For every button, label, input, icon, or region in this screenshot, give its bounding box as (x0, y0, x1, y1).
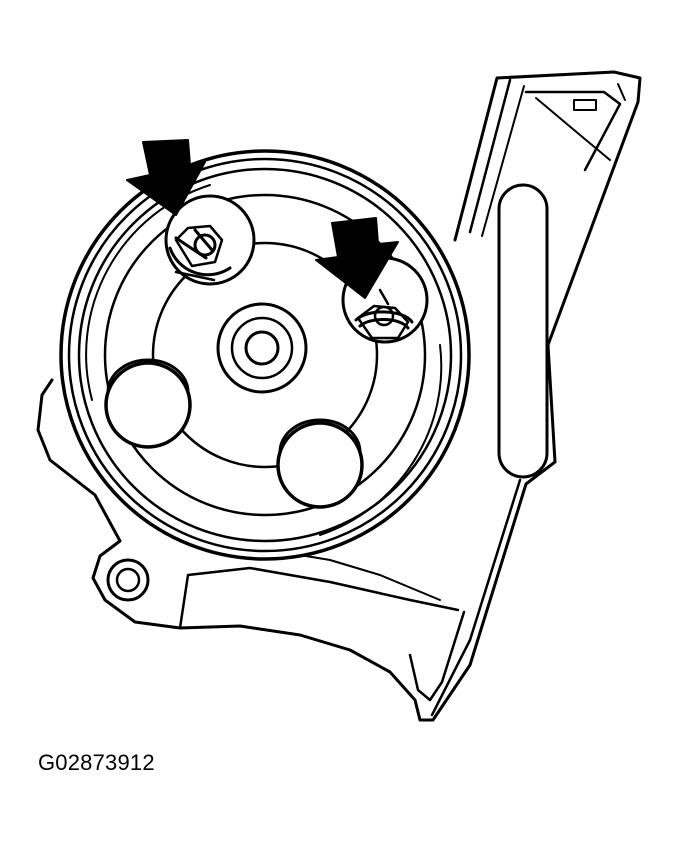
figure-id-label: G02873912 (38, 750, 155, 775)
bracket-slot (497, 183, 549, 479)
pulley-hub (216, 302, 308, 394)
pulley (59, 149, 471, 561)
pulley-lug-right (276, 418, 364, 509)
pulley-bolt-upper-left (164, 194, 256, 286)
arrow-pointer-upper-right (315, 217, 399, 299)
mounting-bracket (36, 70, 642, 722)
arrow-pointer-upper-left (126, 139, 206, 216)
bracket-bolt-hole (106, 558, 150, 602)
pulley-lug-left (104, 358, 192, 449)
